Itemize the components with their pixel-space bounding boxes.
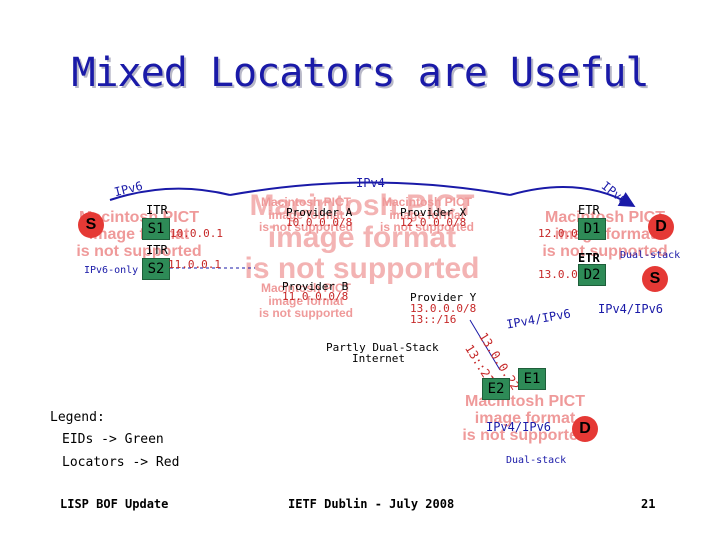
addr-d2: 13.0.0.2 xyxy=(538,268,591,281)
label-ipv4-ipv6-right: IPv4/IPv6 xyxy=(598,302,664,316)
pict-line: Macintosh PICT xyxy=(249,189,475,222)
label-ipv6-only: IPv6-only xyxy=(84,265,139,276)
provider-b-prefix: 11.0.0.0/8 xyxy=(282,290,349,303)
pict-line: is not supported xyxy=(76,242,202,260)
etr1-label: ETR xyxy=(578,203,600,217)
provider-a-name: Provider A xyxy=(286,206,353,219)
ipv6-curve-right xyxy=(509,186,636,207)
legend-eids: EIDs -> Green xyxy=(62,432,164,447)
pict-line: Macintosh PICT xyxy=(381,195,472,209)
router-e1: E1 xyxy=(518,368,546,390)
router-s2: S2 xyxy=(142,258,170,280)
router-e2: E2 xyxy=(482,378,510,400)
addr-s1: 10.0.0.1 xyxy=(170,227,223,240)
label-ipv4-top: IPv4 xyxy=(356,176,385,190)
label-dual-stack-bottom: Dual-stack xyxy=(506,455,567,466)
label-internet: Internet xyxy=(352,352,405,365)
itr1-label: ITR xyxy=(146,203,168,217)
host-s-left: S xyxy=(78,212,104,238)
pict-line: Macintosh PICT xyxy=(260,195,351,209)
router-s1: S1 xyxy=(142,218,170,240)
provider-x-name: Provider X xyxy=(400,206,467,219)
label-dual-stack-right: Dual-stack xyxy=(620,250,681,261)
addr-d1: 12.0.0.2 xyxy=(538,227,591,240)
addr-s2: 11.0.0.1 xyxy=(168,258,221,271)
pict-line: is not supported xyxy=(244,252,480,285)
host-s-right: S xyxy=(642,266,668,292)
pict-line: is not supported xyxy=(542,242,668,260)
provider-a-prefix: 10.0.0.0/8 xyxy=(286,216,353,229)
pict-line: image format xyxy=(268,293,344,308)
path-provider-y-e xyxy=(469,319,501,371)
pict-placeholder-provider-b: Macintosh PICT image format is not suppo… xyxy=(246,282,366,320)
pict-line: is not supported xyxy=(380,220,474,235)
pict-line: image format xyxy=(389,207,465,222)
label-partly-dual-stack: Partly Dual-Stack xyxy=(326,341,439,354)
label-ipv4-ipv6-bottom: IPv4/IPv6 xyxy=(486,420,552,434)
pict-line: Macintosh PICT xyxy=(545,209,665,226)
pict-placeholder-center-large: Macintosh PICT image format is not suppo… xyxy=(212,190,512,285)
etr2-label: ETR xyxy=(578,251,600,265)
pict-line: image format xyxy=(268,207,344,222)
legend-locators: Locators -> Red xyxy=(62,455,180,470)
pict-line: is not supported xyxy=(462,426,588,444)
footer-left: LISP BOF Update xyxy=(60,497,169,511)
pict-placeholder-provider-a: Macintosh PICT image format is not suppo… xyxy=(246,196,366,234)
slide-title: Mixed Locators are Useful xyxy=(71,50,649,96)
pict-line: Macintosh PICT xyxy=(260,281,351,295)
host-d-right: D xyxy=(648,214,674,240)
router-d1: D1 xyxy=(578,218,606,240)
pict-line: is not supported xyxy=(259,220,353,235)
ipv6-curve-left xyxy=(109,187,231,201)
provider-y-name: Provider Y xyxy=(410,291,477,304)
host-d-bottom: D xyxy=(572,416,598,442)
footer-center: IETF Dublin - July 2008 xyxy=(288,497,455,511)
legend-heading: Legend: xyxy=(50,410,105,425)
provider-y-prefix-v4: 13.0.0.0/8 xyxy=(410,302,477,315)
pict-line: image format xyxy=(267,220,457,254)
page-number: 21 xyxy=(641,497,656,511)
router-d2: D2 xyxy=(578,264,606,286)
pict-line: is not supported xyxy=(259,306,353,321)
ipv4-curve-top xyxy=(229,181,511,196)
itr2-label: ITR xyxy=(146,243,168,257)
pict-placeholder-provider-x: Macintosh PICT image format is not suppo… xyxy=(366,196,488,234)
provider-y-prefix-v6: 13::/16 xyxy=(410,313,457,326)
provider-b-name: Provider B xyxy=(282,280,349,293)
provider-x-prefix: 12.0.0.0/8 xyxy=(400,216,467,229)
pict-line: image format xyxy=(474,409,576,427)
